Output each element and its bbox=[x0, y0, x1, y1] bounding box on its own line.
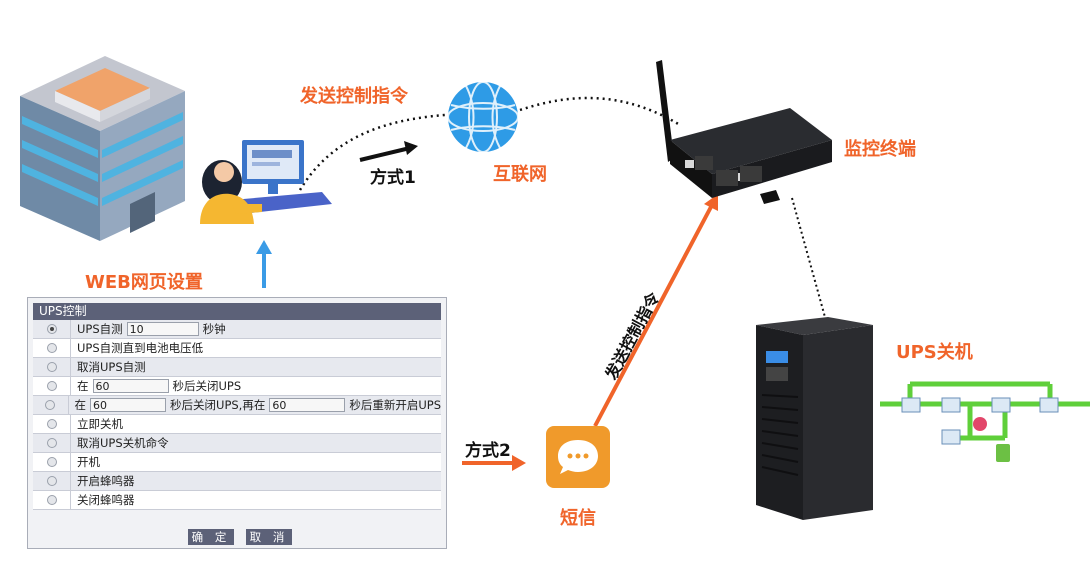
control-row: 开启蜂鸣器 bbox=[33, 472, 441, 491]
method1-label: 方式1 bbox=[370, 168, 416, 188]
option-radio[interactable] bbox=[46, 362, 57, 372]
radio-cell bbox=[33, 453, 71, 471]
method2-arrow bbox=[462, 455, 526, 471]
option-value-input[interactable]: 60 bbox=[92, 379, 169, 393]
option-value-input-2[interactable]: 60 bbox=[269, 398, 346, 412]
option-suffix: 秒后关闭UPS,再在 bbox=[170, 398, 266, 412]
option-label: 关闭蜂鸣器 bbox=[77, 493, 135, 507]
option-radio[interactable] bbox=[46, 438, 57, 448]
option-content: 开启蜂鸣器 bbox=[71, 473, 135, 489]
option-content: 取消UPS关机命令 bbox=[71, 435, 169, 451]
option-radio[interactable] bbox=[46, 457, 57, 467]
person-at-computer-illustration bbox=[200, 140, 332, 224]
option-content: 立即关机 bbox=[71, 416, 123, 432]
option-radio[interactable] bbox=[46, 324, 57, 334]
option-suffix: 秒钟 bbox=[202, 322, 226, 336]
confirm-button[interactable]: 确 定 bbox=[188, 529, 234, 545]
monitor-terminal-device bbox=[656, 60, 832, 204]
ups-tower-device bbox=[756, 317, 873, 520]
radio-cell bbox=[33, 415, 71, 433]
option-label: 开机 bbox=[77, 455, 100, 469]
radio-cell bbox=[33, 491, 71, 509]
web-up-arrow bbox=[256, 240, 272, 288]
radio-cell bbox=[33, 396, 69, 414]
option-radio[interactable] bbox=[46, 419, 57, 429]
control-row: 开机 bbox=[33, 453, 441, 472]
control-row: 取消UPS关机命令 bbox=[33, 434, 441, 453]
option-radio[interactable] bbox=[46, 343, 57, 353]
web-setting-label: WEB网页设置 bbox=[85, 272, 203, 293]
internet-label: 互联网 bbox=[493, 164, 547, 185]
control-row: 关闭蜂鸣器 bbox=[33, 491, 441, 510]
option-label: 在 bbox=[74, 398, 87, 412]
option-label: 立即关机 bbox=[77, 417, 123, 431]
control-row: UPS自测直到电池电压低 bbox=[33, 339, 441, 358]
panel-title: UPS控制 bbox=[33, 303, 441, 320]
sms-to-terminal-arrow bbox=[593, 194, 718, 427]
send-command-label: 发送控制指令 bbox=[300, 86, 408, 107]
radio-cell bbox=[33, 339, 71, 357]
globe-icon bbox=[447, 81, 519, 153]
control-row: 取消UPS自测 bbox=[33, 358, 441, 377]
method1-arrow bbox=[359, 141, 418, 162]
option-content: 取消UPS自测 bbox=[71, 359, 146, 375]
option-radio[interactable] bbox=[46, 476, 57, 486]
sms-label: 短信 bbox=[560, 508, 596, 529]
option-label: UPS自测直到电池电压低 bbox=[77, 341, 204, 355]
control-row: 立即关机 bbox=[33, 415, 441, 434]
option-suffix-2: 秒后重新开启UPS bbox=[349, 398, 441, 412]
ups-shutdown-label: UPS关机 bbox=[896, 342, 973, 363]
radio-cell bbox=[33, 358, 71, 376]
radio-cell bbox=[33, 320, 71, 338]
building-illustration bbox=[20, 56, 185, 241]
option-radio[interactable] bbox=[46, 381, 57, 391]
option-content: 关闭蜂鸣器 bbox=[71, 492, 135, 508]
option-value-input[interactable]: 10 bbox=[126, 322, 199, 336]
radio-cell bbox=[33, 377, 71, 395]
option-label: 取消UPS关机命令 bbox=[77, 436, 169, 450]
dotted-link-internet-terminal bbox=[519, 96, 681, 127]
option-value-input[interactable]: 60 bbox=[90, 398, 167, 412]
cancel-button[interactable]: 取 消 bbox=[246, 529, 292, 545]
option-label: UPS自测 bbox=[77, 322, 123, 336]
option-radio[interactable] bbox=[45, 400, 56, 410]
monitor-terminal-label: 监控终端 bbox=[844, 139, 916, 160]
ups-circuit-schematic bbox=[880, 381, 1090, 462]
option-suffix: 秒后关闭UPS bbox=[172, 379, 242, 393]
method2-label: 方式2 bbox=[465, 441, 511, 461]
option-content: 开机 bbox=[71, 454, 100, 470]
option-label: 取消UPS自测 bbox=[77, 360, 146, 374]
option-content: UPS自测直到电池电压低 bbox=[71, 340, 203, 356]
radio-cell bbox=[33, 472, 71, 490]
option-radio[interactable] bbox=[46, 495, 57, 505]
option-label: 开启蜂鸣器 bbox=[77, 474, 135, 488]
sms-icon bbox=[546, 426, 610, 488]
option-label: 在 bbox=[77, 379, 89, 393]
radio-cell bbox=[33, 434, 71, 452]
